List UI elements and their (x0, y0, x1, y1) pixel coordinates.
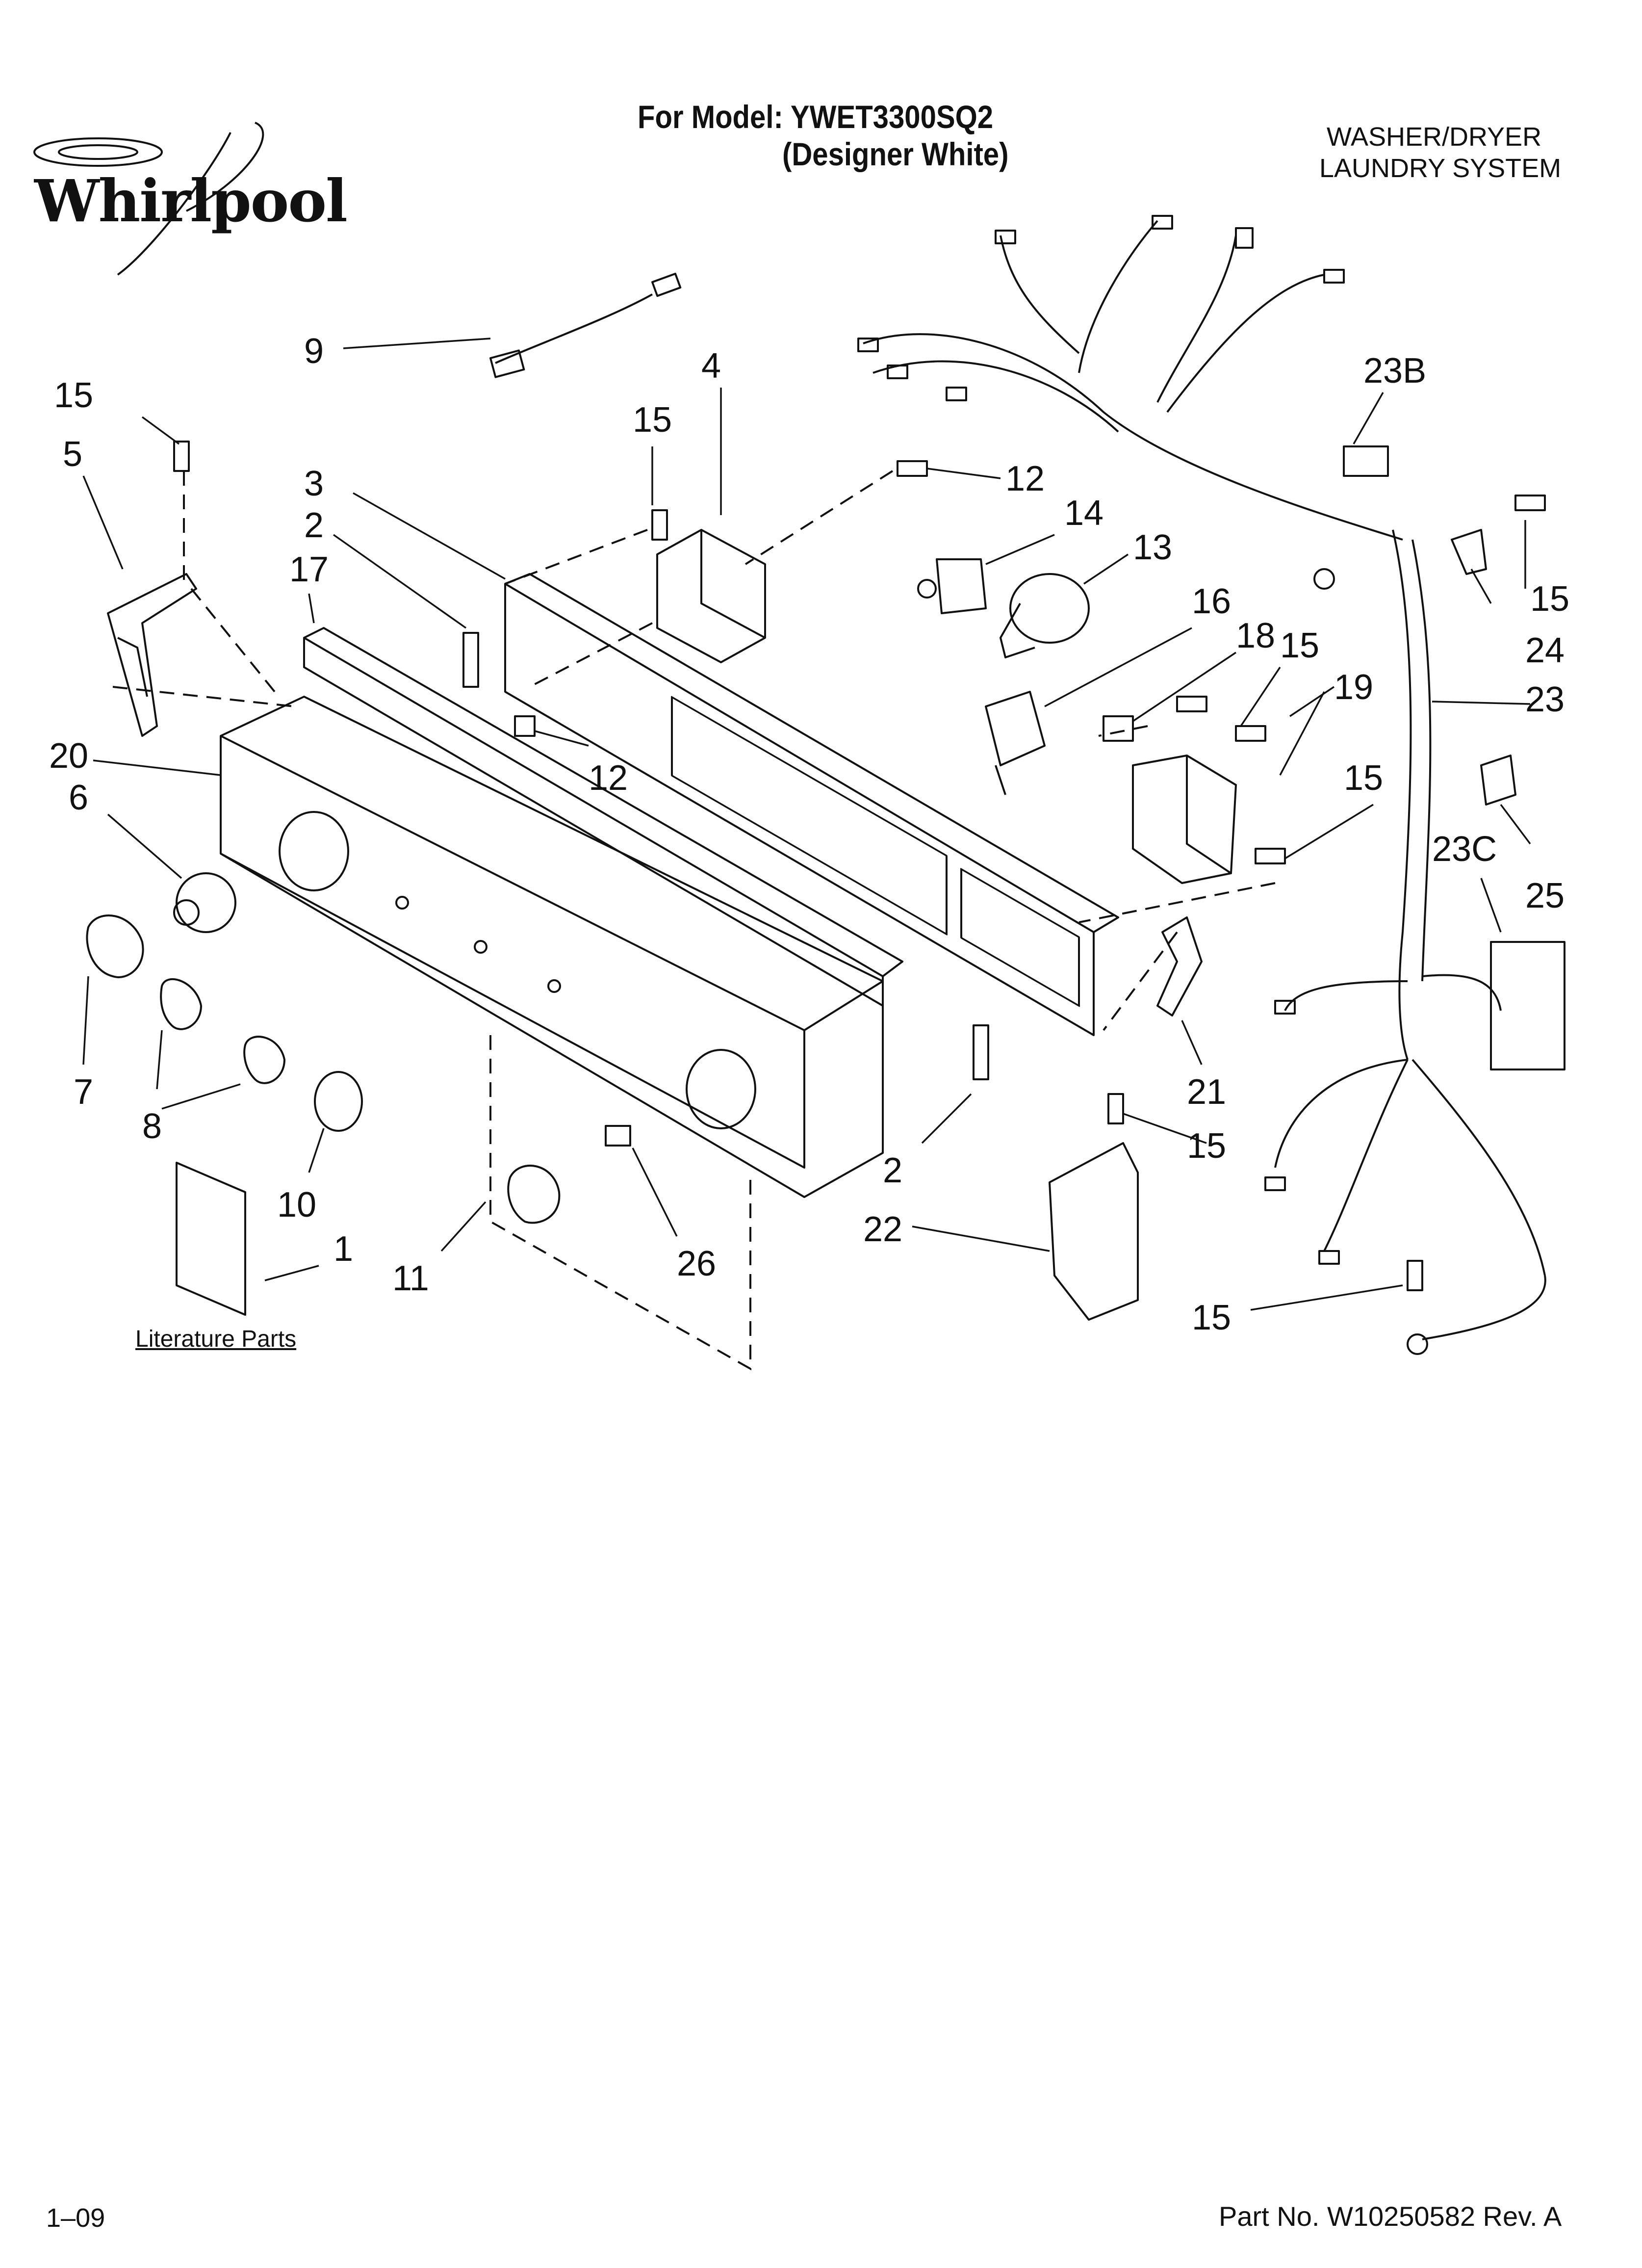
callout-23B: 23B (1363, 351, 1426, 391)
callout-3: 3 (304, 464, 324, 503)
part-1-literature (176, 1162, 246, 1316)
callout-15-top-left: 15 (54, 376, 93, 415)
callout-16: 16 (1192, 582, 1231, 621)
callout-13: 13 (1133, 528, 1172, 567)
part-25-clip (1480, 755, 1516, 806)
callout-23C: 23C (1432, 830, 1497, 869)
part-13-timer (1000, 573, 1090, 658)
callout-10: 10 (277, 1185, 316, 1225)
literature-parts-label: Literature Parts (135, 1326, 297, 1352)
part-9-cable (489, 272, 682, 378)
part-11-knob (507, 1165, 561, 1224)
callout-26: 26 (677, 1244, 716, 1283)
leader-lines (82, 338, 1531, 1311)
callout-5: 5 (63, 435, 82, 474)
callout-25: 25 (1525, 876, 1565, 915)
callout-18: 18 (1236, 616, 1275, 655)
whirlpool-logo: Whirlpool (33, 122, 348, 276)
part-5-bracket (107, 573, 197, 737)
system-title-line2: LAUNDRY SYSTEM (1319, 154, 1562, 183)
part-3-backplate (504, 573, 1119, 1036)
callout-2-upper: 2 (304, 506, 324, 545)
assembly-lines (112, 470, 1276, 1031)
part-24-clip (1451, 529, 1487, 575)
callout-15-lower: 15 (1187, 1126, 1226, 1166)
part-14-switch (917, 558, 987, 614)
part-7-knob (86, 914, 144, 978)
callout-9: 9 (304, 332, 324, 371)
callout-1: 1 (334, 1229, 353, 1269)
callout-8: 8 (142, 1107, 162, 1146)
system-title-line1: WASHER/DRYER (1327, 122, 1542, 152)
footer-part-number: Part No. W10250582 Rev. A (1219, 2201, 1562, 2232)
model-title: For Model: YWET3300SQ2 (638, 99, 994, 135)
callout-12-mid: 12 (589, 758, 628, 798)
footer-date: 1–09 (46, 2203, 105, 2233)
callout-17: 17 (289, 550, 329, 589)
callout-12-upper: 12 (1005, 459, 1045, 498)
callout-4: 4 (701, 346, 721, 386)
part-26-insert (605, 1125, 631, 1147)
callout-20: 20 (49, 736, 88, 776)
callout-15-right: 15 (1530, 579, 1569, 619)
callout-6: 6 (69, 778, 88, 817)
part-17-rail (303, 627, 903, 1007)
part-10-ring (314, 1071, 363, 1132)
callout-15-mid: 15 (1280, 626, 1319, 665)
callout-15-upper: 15 (633, 400, 672, 440)
brand-name: Whirlpool (34, 167, 348, 235)
part-2-spacer-upper (462, 632, 479, 688)
part-6-hub (173, 872, 236, 933)
callout-24: 24 (1525, 631, 1565, 670)
part-23-wire-harness (857, 215, 1565, 1355)
part-16-switch (985, 691, 1046, 795)
part-22-endcap (1049, 1142, 1139, 1321)
part-19-module (1132, 755, 1237, 884)
part-8-knob-a (160, 978, 202, 1030)
model-color: (Designer White) (782, 136, 1009, 172)
callout-11: 11 (392, 1259, 429, 1298)
callout-14: 14 (1064, 494, 1103, 533)
callout-15-right-mid: 15 (1344, 758, 1383, 798)
callout-21: 21 (1187, 1072, 1226, 1112)
callout-7: 7 (74, 1072, 93, 1112)
part-2-spacer-lower (973, 1024, 989, 1080)
callout-23: 23 (1525, 680, 1565, 719)
part-8-knob-b (243, 1036, 285, 1084)
callout-labels: 15 5 9 4 15 12 3 2 17 14 13 23B 16 18 15… (49, 332, 1569, 1337)
callout-2-lower: 2 (883, 1151, 902, 1190)
screws (173, 441, 1546, 1291)
callout-22: 22 (863, 1210, 902, 1249)
part-11-dashed-group (489, 1035, 751, 1371)
part-21-bracket (1156, 916, 1203, 1017)
part-4-module (656, 529, 766, 663)
whirlpool-swirl-icon (33, 122, 264, 276)
callout-19: 19 (1334, 668, 1373, 707)
callout-15-bottom: 15 (1192, 1298, 1231, 1337)
part-18-clip (1103, 715, 1134, 742)
